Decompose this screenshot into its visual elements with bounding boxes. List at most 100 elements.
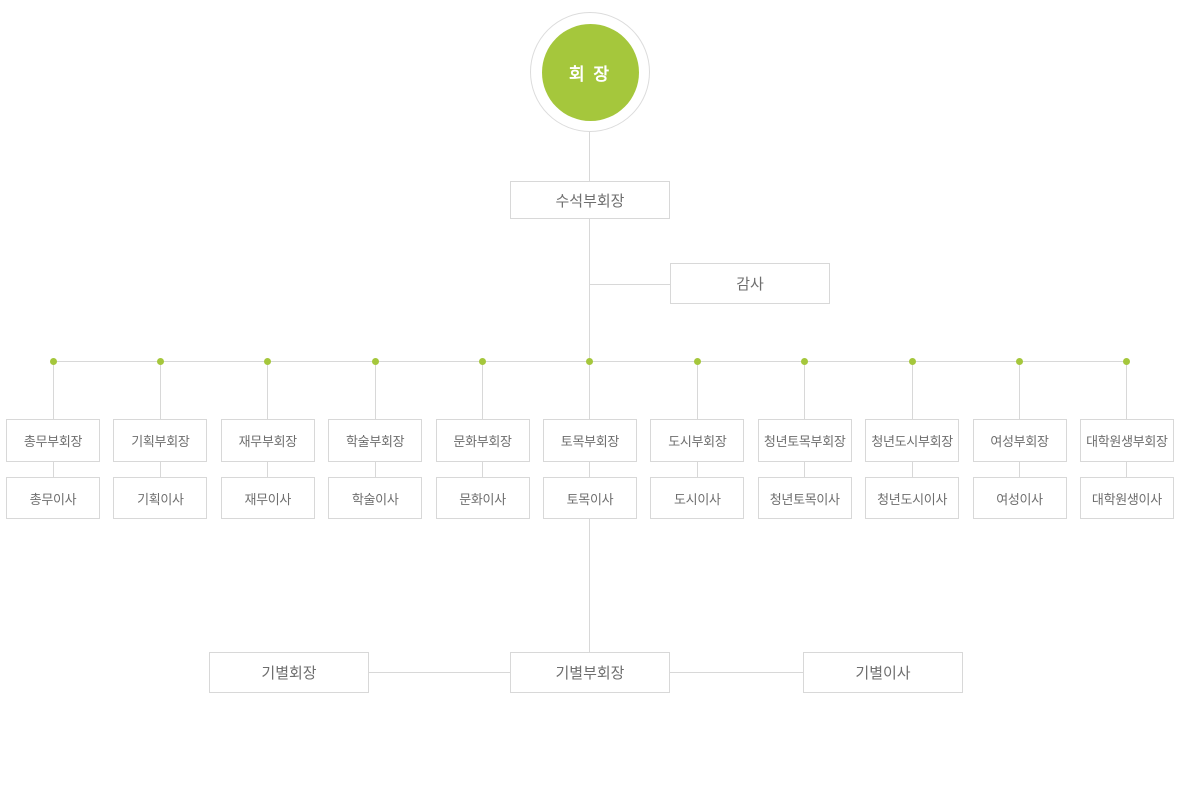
org-column-general-affairs: 총무부회장 총무이사 [6,358,100,519]
auditor-node: 감사 [670,263,830,304]
connector-line [804,462,806,477]
senior-vice-president-label: 수석부회장 [555,192,625,210]
vp-node: 기획부회장 [113,419,208,462]
connector-line [159,365,161,419]
org-column-planning: 기획부회장 기획이사 [113,358,208,519]
vp-label: 기획부회장 [131,434,190,449]
director-label: 청년토목이사 [769,491,840,507]
class-president-node: 기별회장 [209,652,369,693]
vp-node: 학술부회장 [328,419,423,462]
connector-line [589,365,591,419]
vp-node: 총무부회장 [6,419,100,462]
vp-label: 대학원생부회장 [1086,434,1168,449]
vp-label: 청년토목부회장 [763,434,846,449]
org-column-civil-engineering: 토목부회장 토목이사 [542,358,637,519]
org-column-finance: 재무부회장 재무이사 [220,358,315,519]
org-column-women: 여성부회장 여성이사 [972,358,1067,519]
connector-dot [1123,358,1131,365]
connector-line [911,462,913,477]
vp-node: 청년토목부회장 [757,419,852,462]
vp-label: 학술부회장 [346,434,405,449]
connector-dot [801,358,809,365]
connector-line [589,462,591,477]
director-node: 청년도시이사 [865,477,960,519]
director-node: 청년토목이사 [757,477,852,519]
connector-line [482,462,484,477]
connector-dot [371,358,379,365]
vp-label: 토목부회장 [560,434,620,449]
auditor-label: 감사 [736,276,764,293]
director-node: 대학원생이사 [1079,477,1174,519]
org-column-youth-urban: 청년도시부회장 청년도시이사 [865,358,960,519]
director-label: 기획이사 [137,491,184,507]
connector-dot [908,358,916,365]
connector-line [267,365,269,419]
connector-dot [264,358,272,365]
vp-node: 토목부회장 [542,419,637,462]
vp-label: 청년도시부회장 [871,434,953,449]
director-node: 여성이사 [972,477,1067,519]
vp-node: 문화부회장 [435,419,530,462]
director-node: 기획이사 [113,477,208,519]
director-label: 여성이사 [996,491,1043,507]
connector-line [1126,462,1128,477]
director-label: 문화이사 [459,491,506,507]
org-column-academic: 학술부회장 학술이사 [328,358,423,519]
vp-node: 여성부회장 [972,419,1067,462]
connector-dot [586,358,594,365]
vp-label: 여성부회장 [990,434,1049,449]
director-label: 재무이사 [244,491,292,507]
connector-line [1019,462,1021,477]
connector-line [589,132,590,181]
president-node: 회 장 [541,23,639,121]
director-label: 청년도시이사 [877,491,948,507]
vp-label: 도시부회장 [668,434,727,449]
connector-line [374,365,376,419]
connector-line [696,462,698,477]
class-vice-president-node: 기별부회장 [510,652,670,693]
org-column-culture: 문화부회장 문화이사 [435,358,530,519]
director-node: 재무이사 [220,477,315,519]
connector-line [589,519,590,652]
connector-line [911,365,913,419]
director-label: 도시이사 [674,491,721,507]
connector-line [52,365,54,419]
director-node: 토목이사 [542,477,637,519]
connector-line [482,365,484,419]
director-node: 도시이사 [650,477,745,519]
director-label: 대학원생이사 [1091,491,1162,507]
connector-line [1126,365,1128,419]
connector-line [52,462,54,477]
connector-line [804,365,806,419]
vp-node: 도시부회장 [650,419,745,462]
director-node: 문화이사 [435,477,530,519]
connector-line [670,672,803,673]
class-president-label: 기별회장 [261,665,317,682]
director-node: 총무이사 [6,477,100,519]
vp-node: 청년도시부회장 [865,419,960,462]
director-label: 총무이사 [29,491,77,507]
vp-node: 대학원생부회장 [1079,419,1174,462]
vp-node: 재무부회장 [220,419,315,462]
director-label: 토목이사 [566,491,614,507]
connector-line [374,462,376,477]
connector-dot [156,358,164,365]
director-node: 학술이사 [328,477,423,519]
president-label: 회 장 [568,64,611,84]
class-director-label: 기별이사 [855,665,911,682]
vp-label: 문화부회장 [453,434,512,449]
org-column-youth-civil: 청년토목부회장 청년토목이사 [757,358,852,519]
connector-line [589,219,590,361]
connector-dot [479,358,487,365]
senior-vice-president-node: 수석부회장 [510,181,670,219]
connector-line [267,462,269,477]
connector-line [159,462,161,477]
connector-line [696,365,698,419]
president-node-ring: 회 장 [530,12,650,132]
class-director-node: 기별이사 [803,652,963,693]
connector-dot [693,358,701,365]
department-columns: 총무부회장 총무이사 기획부회장 기획이사 재무부회장 재무이사 학술부회장 학… [6,358,1174,519]
class-vice-president-label: 기별부회장 [555,665,625,682]
connector-line [1019,365,1021,419]
